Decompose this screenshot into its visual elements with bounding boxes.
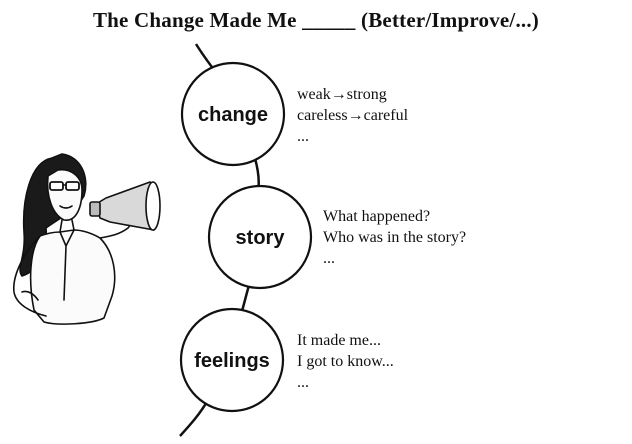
feelings-notes: It made me... I got to know... ... <box>297 330 394 393</box>
shirt-shape <box>29 229 116 325</box>
glasses-icon <box>49 181 64 191</box>
change-note-1: weak→strong <box>297 86 387 103</box>
change-note-2: careless→careful <box>297 107 409 124</box>
feelings-note-2: I got to know... <box>297 353 394 370</box>
node-story: story <box>207 184 313 290</box>
node-change-label: change <box>198 104 268 126</box>
megaphone-icon <box>89 181 161 231</box>
story-note-1: What happened? <box>323 208 431 225</box>
node-feelings: feelings <box>179 307 285 413</box>
story-notes: What happened? Who was in the story? ... <box>323 206 466 269</box>
node-feelings-label: feelings <box>194 350 270 372</box>
feelings-note-1: It made me... <box>297 332 381 349</box>
teacher-illustration <box>13 153 161 325</box>
story-note-2: Who was in the story? <box>323 229 467 246</box>
node-story-label: story <box>236 227 286 249</box>
story-note-3: ... <box>323 250 335 267</box>
node-change: change <box>180 61 286 167</box>
change-note-3: ... <box>297 128 309 145</box>
page-title: The Change Made Me _____ (Better/Improve… <box>92 8 540 32</box>
change-notes: weak→strong careless→careful ... <box>297 84 408 147</box>
feelings-note-3: ... <box>297 374 309 391</box>
connector-line <box>179 43 261 437</box>
